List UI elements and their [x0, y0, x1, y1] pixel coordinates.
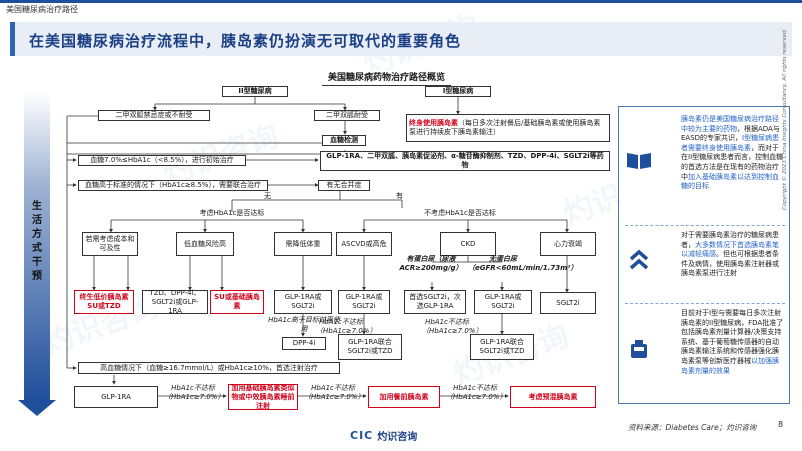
sidebar-highlight: I型糖尿病患者需要终身使用胰岛素	[681, 134, 780, 152]
sidebar-text: 对于需要胰岛素治疗的糖尿病患者，	[681, 231, 779, 249]
book-icon	[625, 149, 653, 171]
hypo-drugs-node: TZD、DPP-4i、SGLT2i或GLP-1RA	[142, 289, 208, 315]
sidebar-text: ，而对于在II型糖尿病患者而言，控制血糖的首选方法是在现有的药物治疗中	[681, 143, 784, 181]
step2-label: HbA1c不达标（HbA1c≥7.0%）	[304, 384, 365, 402]
non-albuminuria-label: 无蛋白尿（eGFR<60mL/min/1.73m²）	[468, 255, 578, 272]
step3-text: HbA1c不达标	[453, 384, 497, 392]
logo-name: 灼识咨询	[377, 432, 418, 443]
sidebar-text: ，根据ADA与EASD的专家共识，	[681, 124, 780, 143]
glucose-monitor-node: 血糖检测	[322, 135, 366, 146]
step1-text: HbA1c不达标	[171, 384, 215, 392]
sidebar-item: 对于需要胰岛素治疗的糖尿病患者，大多数情况下首选胰岛素笔以减轻痛感。但也可根据患…	[619, 231, 791, 297]
sidebar-text-3: 目前对于I型与需要每日多次注射胰岛素的II型糖尿病，FDA批准了包括胰岛素剂量计…	[681, 309, 785, 376]
sidebar-divider	[625, 225, 785, 226]
premix-insulin-node: 考虑预混胰岛素	[510, 386, 596, 408]
header-label: 美国糖尿病治疗路径	[6, 5, 78, 14]
pump-icon	[625, 339, 653, 361]
ckd-node: CKD	[440, 232, 496, 256]
sidebar-highlight: 以加强胰岛素剂量的效果	[681, 356, 779, 375]
hba1c-note-left: HbA1c不达标（HbA1c≥7.0%）	[316, 318, 377, 335]
above-target-node: 血糖高于标准的情况下（HbA1c≥8.5%），需要联合治疗	[78, 180, 268, 191]
ascvd-drugs-node: GLP-1RA或SGLT2i	[338, 290, 390, 314]
metformin-tolerant-node: 二甲双胍耐受	[314, 110, 380, 121]
initial-drugs-node: GLP-1RA、二甲双胍、胰岛素促泌剂、α-糖苷酶抑制剂、TZD、DPP-4i、…	[320, 151, 610, 171]
t1d-insulin-label: 终身使用胰岛素	[409, 119, 458, 127]
no-label: 无	[264, 192, 271, 200]
sidebar-text: 。但也可根据患者条件及病情，使用胰岛素注射器或胰岛素泵进行注射	[681, 250, 779, 278]
sidebar-text-2: 对于需要胰岛素治疗的糖尿病患者，大多数情况下首选胰岛素笔以减轻痛感。但也可根据患…	[681, 231, 785, 279]
cost-drug-label: SU或TZD	[87, 302, 121, 310]
ascvd-node: ASCVD或高危	[336, 232, 392, 256]
t2d-node: II型糖尿病	[222, 86, 288, 97]
sidebar-item: 目前对于I型与需要每日多次注射胰岛素的II型糖尿病，FDA批准了包括胰岛素剂量计…	[619, 309, 791, 401]
weight-drugs-node: GLP-1RA或SGLT2i	[274, 290, 332, 314]
footer-logo: CIC 灼识咨询	[350, 428, 417, 443]
t1d-node: I型糖尿病	[425, 86, 491, 97]
sidebar-highlight: 大多数情况下首选胰岛素笔以减轻痛感	[681, 240, 779, 259]
sidebar-item: 胰岛素仍是美国糖尿病治疗路径中较为主要的药物，根据ADA与EASD的专家共识，I…	[619, 115, 791, 223]
sidebar-text: 目前对于I型与需要每日多次注射胰岛素的II型糖尿病，FDA批准了包括胰岛素剂量计…	[681, 309, 784, 365]
chevron-up-icon	[625, 249, 653, 271]
headline-banner: 在美国糖尿病治疗流程中，胰岛素仍扮演无可取代的重要角色	[10, 22, 792, 56]
comorbidity-question: 有无合并症	[318, 180, 370, 191]
t1d-treatment-node: 终身使用胰岛素（每日多次注射餐后/基础胰岛素或使用胰岛素泵进行持续皮下胰岛素输注…	[406, 114, 610, 142]
prandial-insulin-node: 加用餐前胰岛素	[368, 386, 440, 408]
page-number: 8	[778, 420, 784, 429]
diagram-title: 美国糖尿病药物治疗路径概览	[321, 70, 452, 86]
hypo-risk-node: 低血糖风险高	[176, 232, 234, 256]
cost-insulin-label: 终生低价胰岛素	[79, 293, 129, 301]
top-accent-line	[0, 0, 802, 3]
step2-text: HbA1c不达标	[311, 384, 355, 392]
source-note: 资料来源：Diabetes Care；灼识咨询	[628, 423, 757, 432]
hba1c-question-right: 不考虑HbA1c是否达标	[424, 208, 496, 217]
glp1ra-node: GLP-1RA	[74, 386, 158, 408]
sidebar-highlight: 胰岛素仍是美国糖尿病治疗路径中较为主要的药物	[681, 115, 779, 133]
step1-label: HbA1c不达标（HbA1c≥7.0%）	[164, 384, 225, 402]
t1d-treatment-detail: （每日多次注射餐后/基础胰岛素或使用胰岛素泵进行持续皮下胰岛素输注）	[409, 119, 601, 136]
sidebar-panel: 胰岛素仍是美国糖尿病治疗路径中较为主要的药物，根据ADA与EASD的专家共识，I…	[618, 106, 790, 404]
ckd-combo-node: GLP-1RA联合SGLT2i或TZD	[470, 334, 534, 360]
hf-drug-node: SGLT2i	[540, 292, 596, 314]
dpp4-node: DPP-4i	[282, 337, 326, 350]
copyright-note: Copyright © 2023 China Insights Consulta…	[782, 28, 788, 210]
ckd-albuminuria-drugs-node: 首选SGLT2i，次选GLP-1RA	[404, 290, 466, 314]
step2-value: （HbA1c≥7.0%）	[304, 393, 365, 401]
metformin-contra-node: 二甲双胍禁忌症或不耐受	[98, 110, 210, 121]
lifestyle-arrow-head	[18, 400, 56, 416]
yes-label: 有	[396, 192, 403, 200]
headline-text: 在美国糖尿病治疗流程中，胰岛素仍扮演无可取代的重要角色	[29, 32, 462, 50]
lifestyle-label: 生活方式干预	[32, 201, 42, 282]
albuminuria-label: 有蛋白尿（尿液ACR≥200mg/g）	[399, 255, 463, 272]
sidebar-divider	[625, 303, 785, 304]
logo-mark: CIC	[350, 429, 374, 442]
step3-value: （HbA1c≥7.0%）	[446, 393, 507, 401]
heart-failure-node: 心力衰竭	[540, 232, 596, 256]
sidebar-text-1: 胰岛素仍是美国糖尿病治疗路径中较为主要的药物，根据ADA与EASD的专家共识，I…	[681, 115, 785, 192]
hba1c-mid-node: 血糖7.0%≤HbA1c（<8.5%），进行初始治疗	[78, 155, 246, 166]
su-insulin-node: SU或基础胰岛素	[210, 290, 264, 314]
step3-label: HbA1c不达标（HbA1c≥7.0%）	[446, 384, 507, 402]
sidebar-highlight: 加入基础胰岛素以达到控制血糖的目标	[681, 172, 779, 191]
hba1c-question-left: 考虑HbA1c是否达标	[199, 208, 265, 217]
very-high-glucose-node: 高血糖情况下（血糖≥16.7mmol/L）或HbA1c≥10%，首选注射治疗	[78, 362, 340, 374]
weight-node: 需降低体重	[274, 232, 332, 256]
ascvd-combo-node: GLP-1RA联合SGLT2i或TZD	[338, 334, 402, 360]
basal-insulin-node: 加用基础胰岛素类似物或中效胰岛素睡前注射	[228, 384, 298, 410]
hba1c-note-right: HbA1c不达标（HbA1c≥7.0%）	[422, 318, 483, 335]
lifestyle-arrow	[24, 92, 50, 404]
weight-note: HbA1c高于目标时再使用	[268, 316, 340, 333]
cost-node: 若需考虑成本和可及性	[82, 232, 138, 256]
step1-value: （HbA1c≥7.0%）	[164, 393, 225, 401]
ckd-nonalbuminuria-drugs-node: GLP-1RA或SGLT2i	[474, 290, 532, 314]
